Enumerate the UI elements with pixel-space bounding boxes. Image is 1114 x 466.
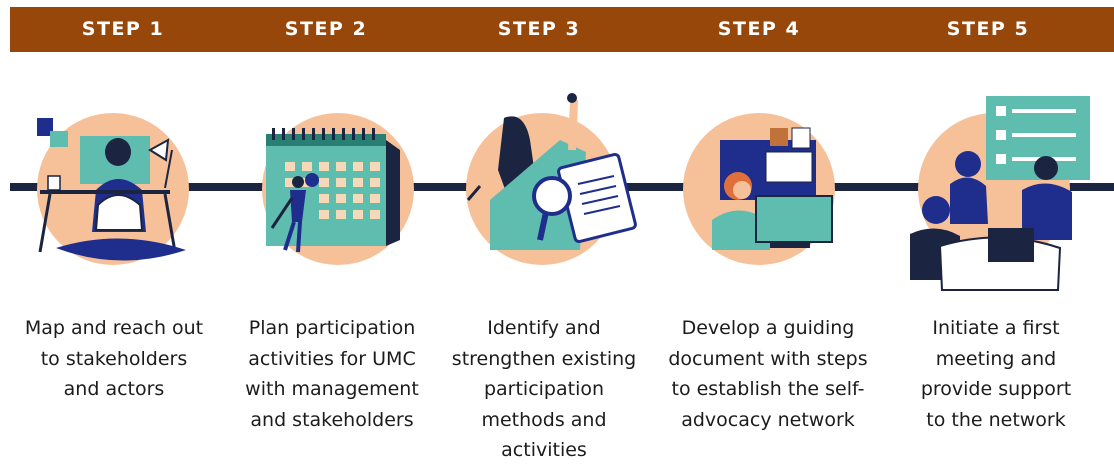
step-2-label: STEP 2 (284, 18, 368, 40)
person-at-desk-icon (37, 118, 186, 261)
steps-header-bar (10, 7, 1114, 52)
illustrations (37, 93, 1090, 291)
step-1-description: Map and reach out to stakeholders and ac… (24, 317, 204, 400)
step-3-label: STEP 3 (497, 18, 581, 40)
magnifier-document-icon (466, 93, 637, 250)
step-5-description: Initiate a first meeting and provide sup… (920, 317, 1072, 431)
step-4-label: STEP 4 (717, 18, 801, 40)
step-1-label: STEP 1 (81, 18, 165, 40)
step-3-description: Identify and strengthen existing partici… (451, 317, 637, 461)
team-meeting-icon (910, 96, 1090, 291)
step-2-description: Plan participation activities for UMC wi… (245, 317, 419, 431)
calendar-icon (266, 128, 400, 253)
person-on-phone-icon (712, 127, 833, 250)
step-4-description: Develop a guiding document with steps to… (668, 317, 868, 431)
step-5-label: STEP 5 (946, 18, 1030, 40)
